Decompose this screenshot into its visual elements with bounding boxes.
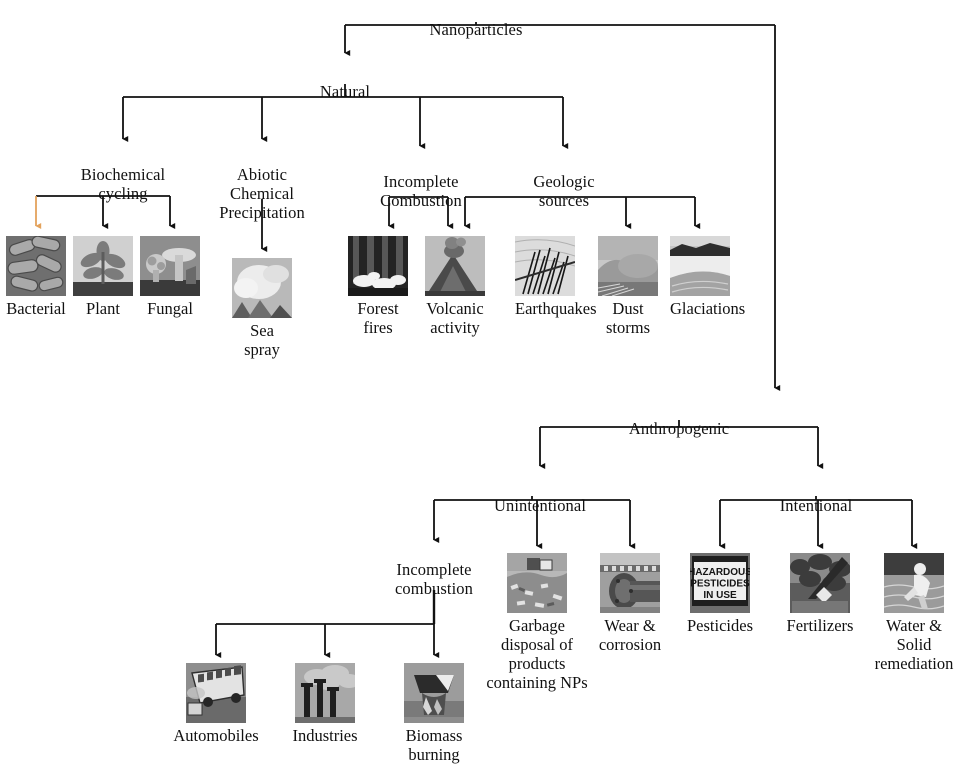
hazardous-pesticides-sign-icon: HAZARDOUS PESTICIDES IN USE: [690, 553, 750, 613]
node-anthropogenic-label: Anthropogenic: [628, 419, 730, 439]
leaf-biomass-burning[interactable]: Biomass burning: [404, 663, 464, 764]
leaf-forest-fires[interactable]: Forest fires: [348, 236, 408, 337]
node-nanoparticles-label: Nanoparticles: [429, 20, 523, 40]
node-abiotic-chemical-precipitation-label: Abiotic Chemical Precipitation: [219, 165, 305, 223]
leaf-forest-fires-label: Forest fires: [357, 299, 399, 338]
node-unintentional-label: Unintentional: [493, 496, 587, 516]
node-geologic-sources-label: Geologic sources: [533, 172, 595, 211]
leaf-earthquakes-label: Earthquakes: [515, 299, 597, 318]
leaf-biomass-burning-label: Biomass burning: [405, 726, 463, 765]
node-abiotic-chemical-precipitation[interactable]: Abiotic Chemical Precipitation: [197, 146, 327, 223]
leaf-volcanic-activity-label: Volcanic activity: [426, 299, 484, 338]
node-biochemical-cycling-label: Biochemical cycling: [80, 165, 166, 204]
leaf-industries[interactable]: Industries: [292, 663, 358, 745]
leaf-sea-spray[interactable]: Sea spray: [232, 258, 292, 359]
biomass-cooking-fire-photo-icon: [404, 663, 464, 723]
dust-storm-photo-icon: [598, 236, 658, 296]
mushroom-photo-icon: [140, 236, 200, 296]
leaf-wear-corrosion-label: Wear & corrosion: [598, 616, 662, 655]
node-natural[interactable]: Natural: [300, 63, 390, 101]
node-natural-label: Natural: [319, 82, 371, 102]
leaf-garbage-disposal[interactable]: Garbage disposal of products containing …: [486, 553, 588, 693]
node-incomplete-combustion-natural[interactable]: Incomplete Combustion: [360, 153, 482, 210]
leaf-plant-label: Plant: [86, 299, 120, 318]
leaf-glaciations-label: Glaciations: [670, 299, 746, 318]
node-unintentional[interactable]: Unintentional: [479, 477, 601, 515]
leaf-garbage-disposal-label: Garbage disposal of products containing …: [486, 616, 588, 693]
svg-text:IN USE: IN USE: [703, 590, 737, 601]
leaf-water-solid-remediation[interactable]: Water & Solid remediation: [875, 553, 953, 673]
leaf-fertilizers[interactable]: Fertilizers: [787, 553, 853, 635]
bus-exhaust-photo-icon: [186, 663, 246, 723]
sea-spray-photo-icon: [232, 258, 292, 318]
leaf-fungal-label: Fungal: [147, 299, 193, 318]
leaf-automobiles-label: Automobiles: [173, 726, 259, 745]
forest-fire-photo-icon: [348, 236, 408, 296]
leaf-bacterial[interactable]: Bacterial: [6, 236, 66, 318]
node-incomplete-combustion-anthropogenic-label: Incomplete combustion: [395, 560, 473, 599]
leaf-sea-spray-label: Sea spray: [244, 321, 280, 360]
leaf-fungal[interactable]: Fungal: [140, 236, 200, 318]
leaf-glaciations[interactable]: Glaciations: [670, 236, 746, 318]
leaf-automobiles[interactable]: Automobiles: [173, 663, 259, 745]
leaf-volcanic-activity[interactable]: Volcanic activity: [425, 236, 485, 337]
leaf-plant[interactable]: Plant: [73, 236, 133, 318]
leaf-water-solid-remediation-label: Water & Solid remediation: [874, 616, 954, 674]
leaf-industries-label: Industries: [292, 726, 358, 745]
water-remediation-photo-icon: [884, 553, 944, 613]
node-geologic-sources[interactable]: Geologic sources: [505, 153, 623, 210]
seismograph-photo-icon: [515, 236, 575, 296]
leaf-fertilizers-label: Fertilizers: [786, 616, 854, 635]
node-incomplete-combustion-natural-label: Incomplete Combustion: [380, 172, 462, 211]
leaf-pesticides-label: Pesticides: [687, 616, 753, 635]
bacteria-micrograph-icon: [6, 236, 66, 296]
volcano-photo-icon: [425, 236, 485, 296]
seedling-photo-icon: [73, 236, 133, 296]
node-intentional-label: Intentional: [779, 496, 853, 516]
node-incomplete-combustion-anthropogenic[interactable]: Incomplete combustion: [374, 541, 494, 598]
leaf-bacterial-label: Bacterial: [6, 299, 66, 318]
svg-text:PESTICIDES: PESTICIDES: [690, 579, 750, 590]
node-intentional[interactable]: Intentional: [761, 477, 871, 515]
smokestacks-photo-icon: [295, 663, 355, 723]
corroded-pipe-photo-icon: [600, 553, 660, 613]
node-anthropogenic[interactable]: Anthropogenic: [604, 400, 754, 438]
leaf-dust-storms[interactable]: Dust storms: [598, 236, 658, 337]
leaf-dust-storms-label: Dust storms: [605, 299, 650, 338]
glacier-photo-icon: [670, 236, 730, 296]
leaf-pesticides[interactable]: HAZARDOUS PESTICIDES IN USE Pesticides: [687, 553, 753, 635]
landfill-photo-icon: [507, 553, 567, 613]
node-biochemical-cycling[interactable]: Biochemical cycling: [63, 146, 183, 203]
leaf-wear-corrosion[interactable]: Wear & corrosion: [599, 553, 661, 654]
svg-text:HAZARDOUS: HAZARDOUS: [690, 567, 750, 578]
leaf-earthquakes[interactable]: Earthquakes: [515, 236, 597, 318]
node-nanoparticles[interactable]: Nanoparticles: [401, 1, 551, 39]
fertilizing-field-photo-icon: [790, 553, 850, 613]
